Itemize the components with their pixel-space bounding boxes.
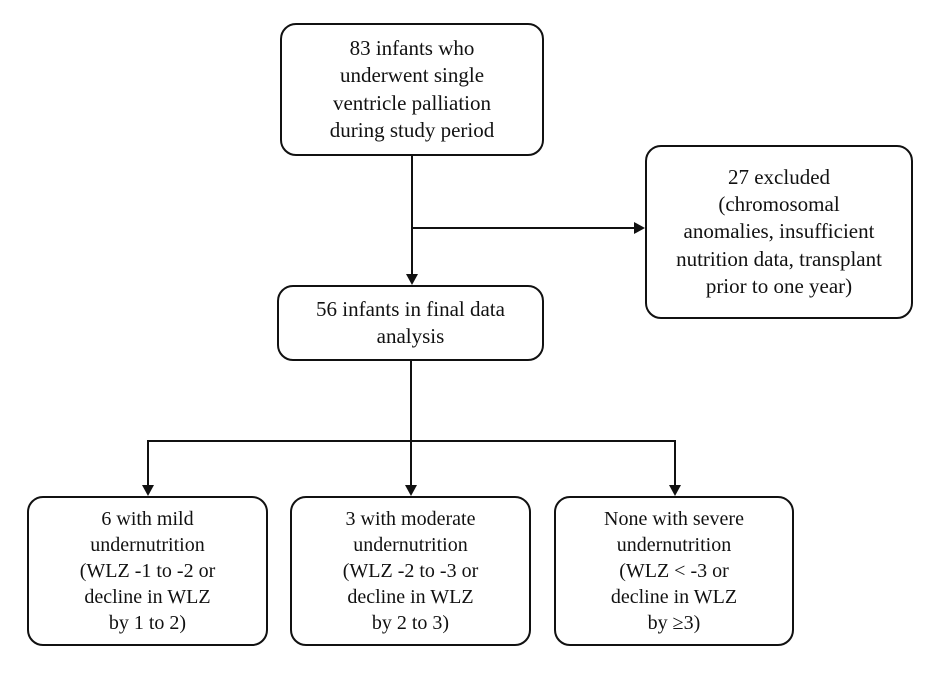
edge-cohort-to-excluded-line xyxy=(411,227,634,229)
node-cohort-total-label: 83 infants who underwent single ventricl… xyxy=(329,35,495,142)
arrowhead-down-to-analysis-icon xyxy=(406,274,418,285)
edge-drop-to-severe xyxy=(674,440,676,485)
node-moderate-undernutrition: 3 with moderate undernutrition (WLZ -2 t… xyxy=(290,496,531,646)
node-excluded: 27 excluded (chromosomal anomalies, insu… xyxy=(645,145,913,319)
edge-drop-to-moderate xyxy=(410,440,412,485)
arrowhead-down-to-severe-icon xyxy=(669,485,681,496)
node-mild-undernutrition-label: 6 with mild undernutrition (WLZ -1 to -2… xyxy=(79,508,216,634)
arrowhead-down-to-mild-icon xyxy=(142,485,154,496)
node-final-analysis: 56 infants in final data analysis xyxy=(277,285,544,361)
node-final-analysis-label: 56 infants in final data analysis xyxy=(316,296,505,348)
node-mild-undernutrition: 6 with mild undernutrition (WLZ -1 to -2… xyxy=(27,496,268,646)
arrowhead-down-to-moderate-icon xyxy=(405,485,417,496)
node-cohort-total: 83 infants who underwent single ventricl… xyxy=(280,23,544,156)
node-moderate-undernutrition-label: 3 with moderate undernutrition (WLZ -2 t… xyxy=(342,508,479,634)
node-excluded-label: 27 excluded (chromosomal anomalies, insu… xyxy=(676,164,882,298)
node-severe-undernutrition: None with severe undernutrition (WLZ < -… xyxy=(554,496,794,646)
edge-drop-to-mild xyxy=(147,440,149,485)
node-severe-undernutrition-label: None with severe undernutrition (WLZ < -… xyxy=(604,508,744,634)
edge-cohort-to-analysis-line xyxy=(411,156,413,274)
arrowhead-right-to-excluded-icon xyxy=(634,222,645,234)
edge-analysis-split-stem xyxy=(410,361,412,441)
